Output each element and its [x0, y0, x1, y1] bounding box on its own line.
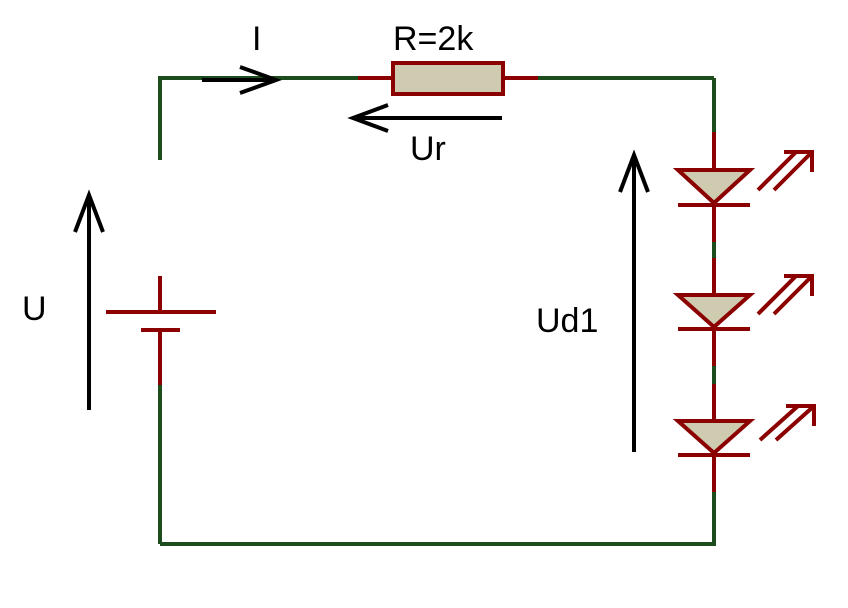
led-2-emission-arrows [756, 274, 814, 316]
led-voltage-arrow [618, 149, 650, 452]
arrows [73, 65, 650, 452]
current-arrow [202, 65, 282, 95]
resistor-voltage-arrow [347, 103, 502, 133]
resistor [358, 61, 538, 96]
led-3-emission-arrows [758, 404, 816, 442]
wire-bottom [160, 492, 716, 546]
source-voltage-label: U [22, 290, 47, 328]
resistor-voltage-label: Ur [410, 130, 446, 168]
current-label: I [252, 20, 261, 58]
led-2-triangle [672, 293, 756, 330]
resistor-body [391, 61, 505, 96]
led-3-triangle [672, 419, 756, 456]
resistor-label: R=2k [393, 20, 474, 58]
led-1-triangle [672, 168, 756, 206]
wires [158, 76, 716, 546]
led-1 [672, 132, 814, 242]
led-voltage-label: Ud1 [536, 302, 598, 340]
battery-source [106, 276, 216, 385]
source-voltage-arrow [73, 189, 105, 410]
led-2 [672, 258, 814, 366]
wire-top-left [158, 76, 358, 160]
led-3 [672, 384, 816, 492]
led-1-emission-arrows [756, 150, 814, 192]
